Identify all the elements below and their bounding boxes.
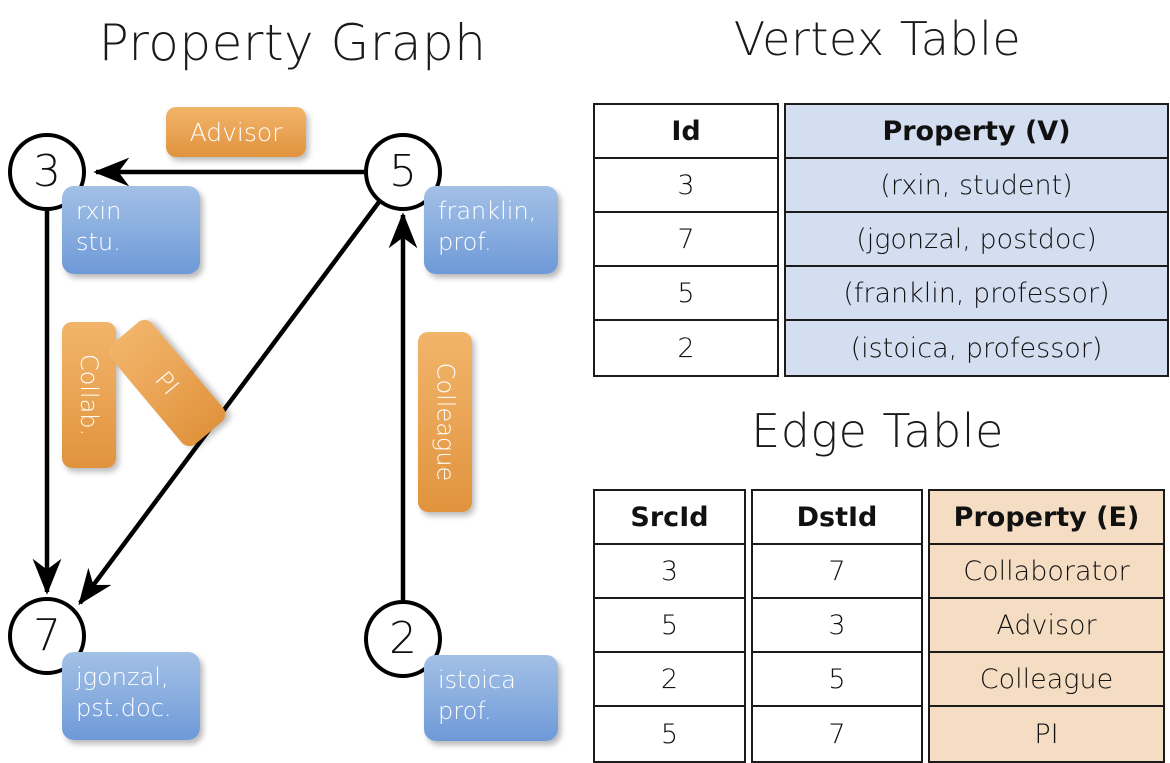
- page-title-property-graph: Property Graph: [98, 14, 487, 72]
- edge-table-header-srcid: SrcId: [595, 491, 744, 545]
- edge-table-header-property: Property (E): [930, 491, 1163, 545]
- edge-table-column-property: Property (E) Collaborator Advisor Collea…: [928, 489, 1165, 763]
- edge-table: SrcId 3 5 2 5 DstId 7 3 5 7 Property (E)…: [593, 489, 1165, 763]
- table-cell: Advisor: [930, 599, 1163, 653]
- edge-label-collab-text: Collab.: [75, 353, 104, 437]
- table-cell: 3: [595, 159, 777, 213]
- edge-table-header-dstid: DstId: [753, 491, 921, 545]
- property-graph-panel: 3 5 7 2 rxin stu. franklin, prof. jgonza…: [0, 0, 585, 760]
- vertex-property-line-1: istoica: [438, 666, 516, 694]
- vertex-property-line-2: stu.: [76, 227, 121, 256]
- graph-node-2-label: 2: [389, 613, 417, 664]
- table-cell: 5: [660, 718, 679, 750]
- graph-node-5[interactable]: 5: [364, 133, 442, 211]
- vertex-table-header-id: Id: [595, 105, 777, 159]
- table-cell: 7: [828, 718, 846, 750]
- vertex-property-callout-5: franklin, prof.: [424, 186, 558, 274]
- table-cell: PI: [1034, 718, 1059, 750]
- page-title-vertex-table: Vertex Table: [733, 12, 1022, 66]
- edge-label-pi-text: PI: [149, 365, 185, 401]
- vertex-property-line-2: prof.: [438, 227, 492, 256]
- vertex-table-column-property: Property (V) (rxin, student) (jgonzal, p…: [784, 103, 1169, 377]
- vertex-property-callout-7: jgonzal, pst.doc.: [62, 652, 200, 740]
- vertex-table-header-property: Property (V): [786, 105, 1167, 159]
- table-cell: 5: [595, 599, 744, 653]
- table-cell: 2: [677, 332, 695, 364]
- graph-node-3-label: 3: [33, 146, 61, 197]
- vertex-property-callout-3: rxin stu.: [62, 186, 200, 274]
- vertex-table-column-id: Id 3 7 5 2: [593, 103, 779, 377]
- table-cell: 3: [595, 545, 744, 599]
- vertex-property-callout-2: istoica prof.: [424, 655, 558, 741]
- table-cell: (rxin, student): [786, 159, 1167, 213]
- vertex-property-line-2: pst.doc.: [76, 693, 172, 722]
- graph-edges-layer: [32, 157, 418, 606]
- edge-table-column-srcid: SrcId 3 5 2 5: [593, 489, 746, 763]
- graph-node-2[interactable]: 2: [364, 600, 442, 678]
- table-cell: 7: [595, 213, 777, 267]
- graph-node-5-label: 5: [389, 146, 417, 197]
- edge-table-column-dstid: DstId 7 3 5 7: [751, 489, 923, 763]
- table-cell: 3: [753, 599, 921, 653]
- vertex-property-line-1: franklin,: [438, 197, 537, 225]
- vertex-property-line-2: prof.: [438, 696, 492, 725]
- table-cell: (jgonzal, postdoc): [786, 213, 1167, 267]
- vertex-property-line-1: rxin: [76, 197, 122, 225]
- edge-label-chip-collab: Collab.: [62, 322, 116, 468]
- table-cell: 5: [753, 653, 921, 707]
- table-cell: Colleague: [930, 653, 1163, 707]
- edge-label-chip-colleague: Colleague: [418, 332, 472, 512]
- edge-label-chip-advisor: Advisor: [166, 107, 306, 157]
- table-cell: 7: [753, 545, 921, 599]
- edge-label-advisor-text: Advisor: [189, 117, 283, 147]
- page-title-edge-table: Edge Table: [751, 404, 1004, 458]
- table-cell: 2: [595, 653, 744, 707]
- table-cell: Collaborator: [930, 545, 1163, 599]
- table-cell: (istoica, professor): [850, 332, 1103, 364]
- vertex-table: Id 3 7 5 2 Property (V) (rxin, student) …: [593, 103, 1169, 377]
- edge-label-colleague-text: Colleague: [431, 362, 460, 482]
- vertex-property-line-1: jgonzal,: [76, 663, 169, 691]
- table-cell: 5: [595, 267, 777, 321]
- graph-node-7-label: 7: [33, 610, 61, 661]
- table-cell: (franklin, professor): [786, 267, 1167, 321]
- edge-5-to-7-pi: [78, 200, 381, 606]
